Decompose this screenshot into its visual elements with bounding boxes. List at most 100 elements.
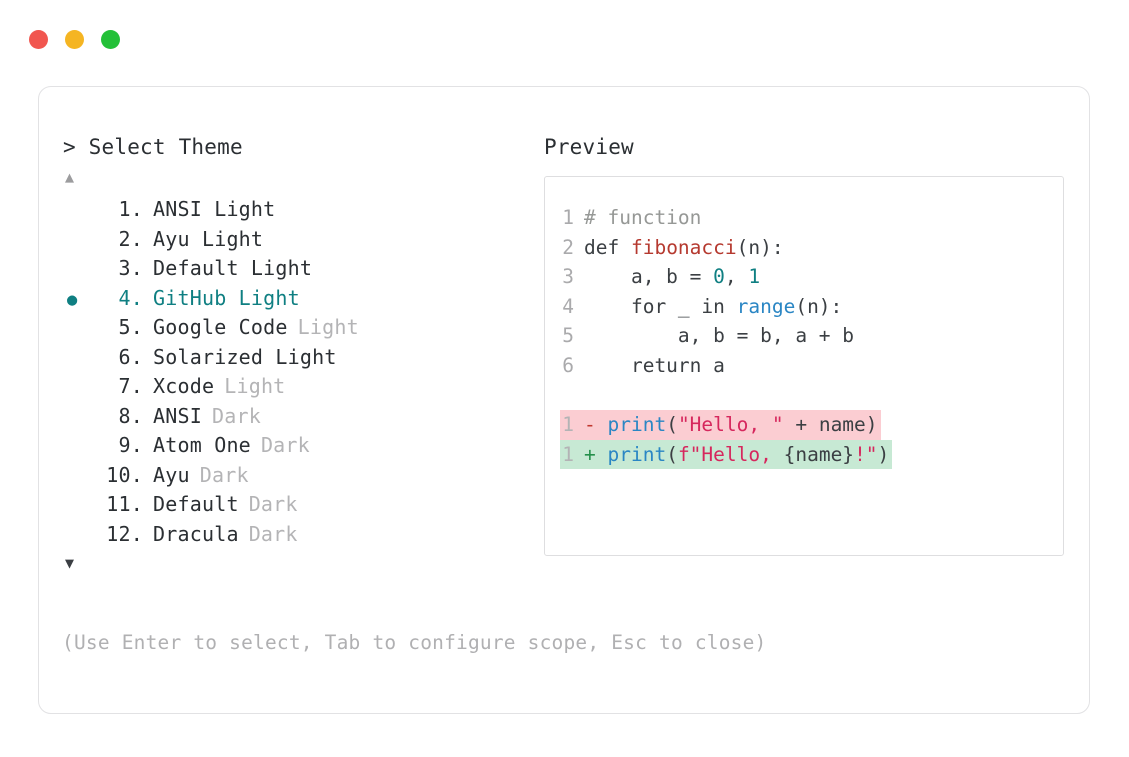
line-number: 3 [562, 265, 574, 288]
code-token: 0 [713, 265, 725, 288]
zoom-button[interactable] [101, 30, 120, 49]
theme-item-index: 4. [118, 285, 143, 310]
code-token: return a [584, 353, 725, 377]
theme-item-name: Default [153, 492, 239, 516]
code-token: + name) [783, 413, 878, 436]
code-token: for _ in [584, 294, 737, 318]
line-number: 4 [562, 294, 574, 318]
theme-item-variant: Light [297, 315, 359, 339]
theme-item-variant: Dark [248, 492, 298, 516]
theme-selector-card: > Select Theme ▲ 1. ANSI Light 2. Ayu Light… [38, 86, 1090, 714]
code-token: 1 [748, 265, 761, 288]
theme-list-item[interactable]: 2. Ayu Light [63, 225, 523, 255]
theme-item-variant: Light [224, 374, 286, 398]
code-token: {name} [783, 442, 855, 466]
scroll-down-icon[interactable]: ▼ [65, 554, 75, 572]
code-token: a, b = [584, 265, 714, 288]
code-content: print("Hello, " + name) [607, 410, 880, 440]
theme-item-index: 9. [118, 433, 143, 457]
theme-item-name: GitHub Light [153, 285, 300, 310]
code-content: print(f"Hello, {name}!") [607, 440, 892, 470]
window-controls [29, 30, 120, 49]
code-content: return a [584, 351, 725, 381]
theme-list-item[interactable]: 9. Atom One Dark [63, 431, 523, 461]
code-token: , [724, 265, 749, 288]
code-token: print [607, 413, 667, 436]
diff-sign: - [584, 413, 608, 436]
close-button[interactable] [29, 30, 48, 49]
theme-item-name: Default Light [153, 256, 313, 280]
theme-item-index: 10. [106, 462, 143, 487]
code-line: 6 return a [560, 351, 1063, 381]
preview-title: Preview [544, 135, 634, 159]
code-line: 1# function [560, 203, 1063, 233]
theme-item-index: 12. [106, 521, 143, 546]
theme-list-item[interactable]: ● 4. GitHub Light [63, 284, 523, 314]
line-number: 1 [562, 413, 574, 436]
code-content: for _ in range(n): [584, 292, 842, 322]
code-token: "Hello, " [677, 413, 784, 436]
theme-list-item[interactable]: 10. Ayu Dark [63, 461, 523, 491]
theme-item-name: Ayu [153, 462, 190, 487]
code-token: # function [584, 206, 702, 229]
theme-list: 1. ANSI Light 2. Ayu Light 3. Default Light ● 4… [63, 195, 523, 549]
theme-item-name: Ayu Light [153, 226, 264, 251]
code-token: ( [666, 442, 678, 466]
code-token: ) [877, 442, 890, 466]
theme-item-name: Atom One [153, 433, 251, 457]
theme-item-name: ANSI Light [153, 197, 276, 221]
theme-item-index: 5. [118, 315, 143, 339]
selected-bullet-icon: ● [67, 289, 78, 310]
code-content: a, b = b, a + b [584, 321, 854, 351]
theme-item-name: Dracula [153, 521, 239, 546]
theme-list-item[interactable]: 1. ANSI Light [63, 195, 523, 225]
code-token: !" [854, 442, 878, 466]
theme-selector-column: > Select Theme ▲ 1. ANSI Light 2. Ayu Light… [63, 133, 523, 575]
theme-list-item[interactable]: 3. Default Light [63, 254, 523, 284]
theme-item-name: Google Code [153, 315, 288, 339]
theme-item-variant: Dark [211, 403, 261, 428]
code-token: def [584, 235, 631, 259]
theme-item-variant: Dark [248, 521, 298, 546]
theme-item-index: 11. [106, 492, 143, 516]
page-title: > Select Theme [63, 135, 243, 159]
code-token: a, b = b, a + b [584, 324, 855, 347]
line-number: 5 [562, 324, 574, 347]
theme-item-variant: Dark [199, 462, 249, 487]
code-spacer [560, 380, 1063, 410]
code-line: 5 a, b = b, a + b [560, 321, 1063, 351]
theme-item-name: Xcode [153, 374, 215, 398]
theme-item-variant: Dark [260, 433, 310, 457]
theme-item-index: 1. [118, 197, 143, 221]
line-number: 1 [562, 442, 574, 466]
theme-list-item[interactable]: 11. Default Dark [63, 490, 523, 520]
theme-item-name: Solarized Light [153, 344, 337, 369]
code-content: # function [584, 203, 701, 233]
code-token: (n): [736, 235, 784, 259]
theme-item-index: 3. [118, 256, 143, 280]
theme-list-item[interactable]: 8. ANSI Dark [63, 402, 523, 432]
code-token: ( [666, 413, 678, 436]
code-token: fibonacci [630, 235, 737, 259]
scroll-up-icon[interactable]: ▲ [65, 168, 75, 186]
code-line: 3 a, b = 0, 1 [560, 262, 1063, 292]
theme-list-item[interactable]: 5. Google Code Light [63, 313, 523, 343]
code-line: 4 for _ in range(n): [560, 292, 1063, 322]
diff-line-delete: 1- print("Hello, " + name) [560, 410, 881, 440]
theme-list-item[interactable]: 12. Dracula Dark [63, 520, 523, 550]
minimize-button[interactable] [65, 30, 84, 49]
theme-item-name: ANSI [153, 403, 202, 428]
code-token: print [607, 442, 667, 466]
theme-item-index: 8. [118, 403, 143, 428]
theme-list-item[interactable]: 6. Solarized Light [63, 343, 523, 373]
line-number: 6 [562, 353, 574, 377]
theme-item-index: 2. [118, 226, 143, 251]
diff-line-add: 1+ print(f"Hello, {name}!") [560, 439, 893, 470]
theme-item-index: 6. [118, 344, 143, 369]
code-token: f"Hello, [677, 442, 784, 466]
